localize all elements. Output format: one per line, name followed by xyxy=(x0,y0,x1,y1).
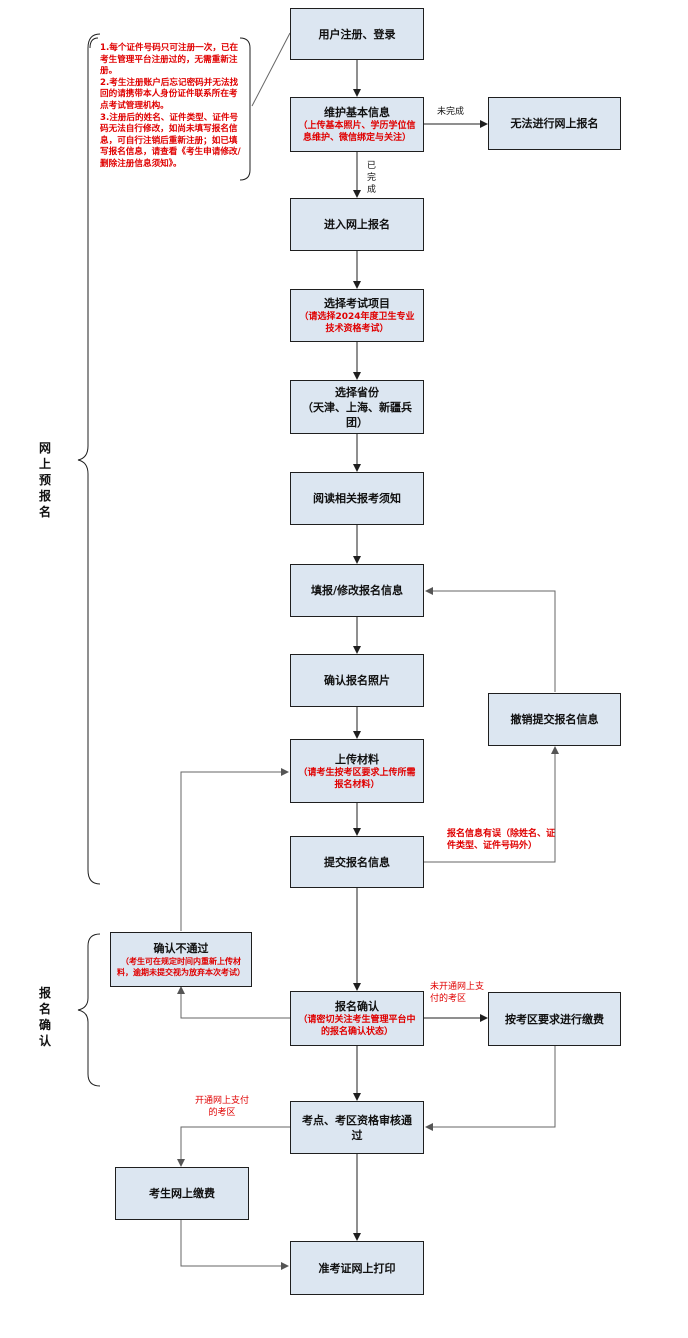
bracket-confirm xyxy=(77,933,101,1087)
box-read-notice-title: 阅读相关报考须知 xyxy=(313,492,401,505)
box-pay-online-title: 考生网上缴费 xyxy=(149,1187,215,1200)
arrow-submit-to-revoke xyxy=(424,746,559,863)
bracket-online xyxy=(77,33,101,885)
box-submit-info[interactable]: 提交报名信息 xyxy=(290,836,424,888)
box-select-project-title: 选择考试项目 xyxy=(324,297,390,310)
box-pay-by-region[interactable]: 按考区要求进行缴费 xyxy=(488,992,621,1046)
box-select-province[interactable]: 选择省份 （天津、上海、新疆兵团） xyxy=(290,380,424,434)
edge-label-info-error: 报名信息有误（除姓名、证件类型、证件号码外） xyxy=(447,829,556,851)
box-confirm-photo-title: 确认报名照片 xyxy=(324,674,390,687)
box-upload-title: 上传材料 xyxy=(335,752,379,766)
edge-label-finished: 已完成 xyxy=(367,161,377,195)
box-enter-title: 进入网上报名 xyxy=(324,218,390,231)
note-connector xyxy=(251,32,291,107)
box-pay-online[interactable]: 考生网上缴费 xyxy=(115,1167,249,1220)
box-confirm-failed[interactable]: 确认不通过 （考生可在规定时间内重新上传材料，逾期未提交视为放弃本次考试） xyxy=(110,932,252,987)
box-confirm-failed-title: 确认不通过 xyxy=(153,942,209,955)
box-read-notice[interactable]: 阅读相关报考须知 xyxy=(290,472,424,525)
box-upload-note: （请考生按考区要求上传所需报名材料） xyxy=(298,767,416,790)
box-select-project-note: （请选择2024年度卫生专业技术资格考试） xyxy=(299,312,415,334)
arrow-revoke-to-fill xyxy=(425,587,556,692)
arrow-payregion-to-review xyxy=(425,1046,556,1131)
box-review-title: 考点、考区资格审核通过 xyxy=(302,1113,412,1142)
box-confirm-photo[interactable]: 确认报名照片 xyxy=(290,654,424,707)
section-online-label: 网上预报名 xyxy=(38,441,51,519)
bracket-side-note xyxy=(239,37,251,181)
box-select-province-title: 选择省份 xyxy=(335,385,379,399)
box-fill-info-title: 填报/修改报名信息 xyxy=(310,584,404,597)
box-print-admission[interactable]: 准考证网上打印 xyxy=(290,1241,424,1295)
box-registration-confirm[interactable]: 报名确认 （请密切关注考生管理平台中的报名确认状态） xyxy=(290,991,424,1046)
arrow-confirm-to-fail xyxy=(177,986,290,1019)
box-register-title: 用户注册、登录 xyxy=(318,27,396,41)
box-register[interactable]: 用户注册、登录 xyxy=(290,8,424,60)
box-enter-online[interactable]: 进入网上报名 xyxy=(290,198,424,251)
box-basic-info-title: 维护基本信息 xyxy=(324,106,390,119)
box-submit-title: 提交报名信息 xyxy=(324,855,390,869)
box-cannot-title: 无法进行网上报名 xyxy=(510,117,599,130)
box-qualification-review[interactable]: 考点、考区资格审核通过 xyxy=(290,1101,424,1154)
box-registration-confirm-title: 报名确认 xyxy=(335,1000,379,1013)
box-cannot-register[interactable]: 无法进行网上报名 xyxy=(488,97,621,150)
box-basic-info[interactable]: 维护基本信息 （上传基本照片、学历学位信息维护、微信绑定与关注） xyxy=(290,97,424,152)
box-print-title: 准考证网上打印 xyxy=(318,1261,396,1275)
box-registration-confirm-note: （请密切关注考生管理平台中的报名确认状态） xyxy=(298,1015,416,1037)
edge-label-unfinished: 未完成 xyxy=(437,107,465,117)
section-confirm-label: 报名确认 xyxy=(38,986,51,1048)
box-fill-info[interactable]: 填报/修改报名信息 xyxy=(290,564,424,617)
box-basic-info-note: （上传基本照片、学历学位信息维护、微信绑定与关注） xyxy=(298,121,416,143)
box-select-project[interactable]: 选择考试项目 （请选择2024年度卫生专业技术资格考试） xyxy=(290,289,424,342)
box-confirm-failed-note: （考生可在规定时间内重新上传材料，逾期未提交视为放弃本次考试） xyxy=(117,957,245,977)
box-select-province-sub: （天津、上海、新疆兵团） xyxy=(302,400,412,429)
box-pay-region-title: 按考区要求进行缴费 xyxy=(505,1012,604,1026)
box-revoke-submission[interactable]: 撤销提交报名信息 xyxy=(488,693,621,746)
box-upload-materials[interactable]: 上传材料 （请考生按考区要求上传所需报名材料） xyxy=(290,739,424,803)
arrow-review-to-payonline xyxy=(177,1126,290,1167)
arrow-payonline-to-print xyxy=(180,1220,289,1270)
box-revoke-title: 撤销提交报名信息 xyxy=(510,713,599,726)
bracket-side-note-left xyxy=(89,37,99,49)
edge-label-online-pay: 开通网上支付的考区 xyxy=(194,1096,249,1118)
edge-label-no-online-pay: 未开通网上支付的考区 xyxy=(430,982,485,1004)
registration-note: 1.每个证件号码只可注册一次，已在考生管理平台注册过的，无需重新注册。 2.考生… xyxy=(100,43,241,169)
arrow-fail-to-upload xyxy=(180,768,289,931)
